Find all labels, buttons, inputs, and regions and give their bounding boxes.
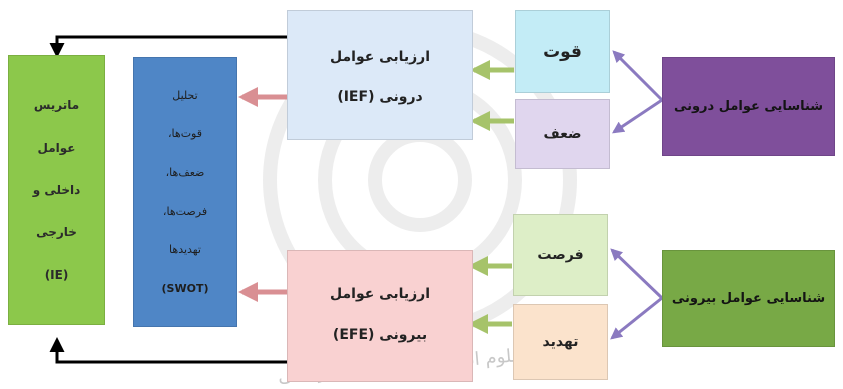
external-factors-box: شناسایی عوامل بیرونی: [662, 250, 835, 347]
ie-matrix-line: داخلی و: [32, 182, 81, 197]
internal-factors-label: شناسایی عوامل درونی: [673, 99, 824, 114]
weakness-box: ضعف: [515, 99, 610, 169]
ie-matrix-box: ماتریس عوامل داخلی و خارجی (IE): [8, 55, 105, 325]
arrow-internal-to-weakness: [612, 98, 663, 134]
ief-box: ارزیابی عوامل درونی (IEF): [287, 10, 473, 140]
efe-line2: بیرونی (EFE): [332, 326, 428, 343]
strength-box: قوت: [515, 10, 610, 93]
swot-line: تحلیل: [172, 88, 198, 102]
arrow-ief-to-ie: [49, 35, 287, 58]
opportunity-label: فرصت: [537, 247, 584, 263]
efe-box: ارزیابی عوامل بیرونی (EFE): [287, 250, 473, 382]
threat-box: تهدید: [513, 304, 608, 380]
swot-line: (SWOT): [161, 282, 209, 296]
arrow-external-to-threat: [610, 296, 663, 340]
external-factors-label: شناسایی عوامل بیرونی: [671, 291, 826, 306]
ief-line2: درونی (IEF): [337, 89, 423, 105]
arrow-external-to-opportunity: [610, 248, 664, 300]
swot-line: قوت‌ها،: [168, 127, 202, 141]
swot-line: تهدیدها: [169, 243, 201, 257]
threat-label: تهدید: [542, 334, 579, 350]
internal-factors-box: شناسایی عوامل درونی: [662, 57, 835, 156]
ief-line1: ارزیابی عوامل: [329, 49, 431, 65]
weakness-label: ضعف: [543, 126, 582, 142]
arrow-internal-to-strength: [612, 50, 664, 102]
swot-line: ضعف‌ها،: [165, 166, 205, 180]
ie-matrix-line: عوامل: [37, 140, 76, 155]
swot-box: تحلیل قوت‌ها، ضعف‌ها، فرصت‌ها، تهدیدها (…: [133, 57, 237, 327]
strength-label: قوت: [543, 41, 582, 62]
swot-line: فرصت‌ها،: [162, 204, 208, 218]
arrow-efe-to-ie: [49, 337, 287, 364]
ie-matrix-line: (IE): [44, 267, 69, 282]
ie-matrix-line: خارجی: [36, 225, 77, 240]
opportunity-box: فرصت: [513, 214, 608, 296]
efe-line1: ارزیابی عوامل: [329, 285, 431, 302]
ie-matrix-line: ماتریس: [33, 98, 80, 113]
